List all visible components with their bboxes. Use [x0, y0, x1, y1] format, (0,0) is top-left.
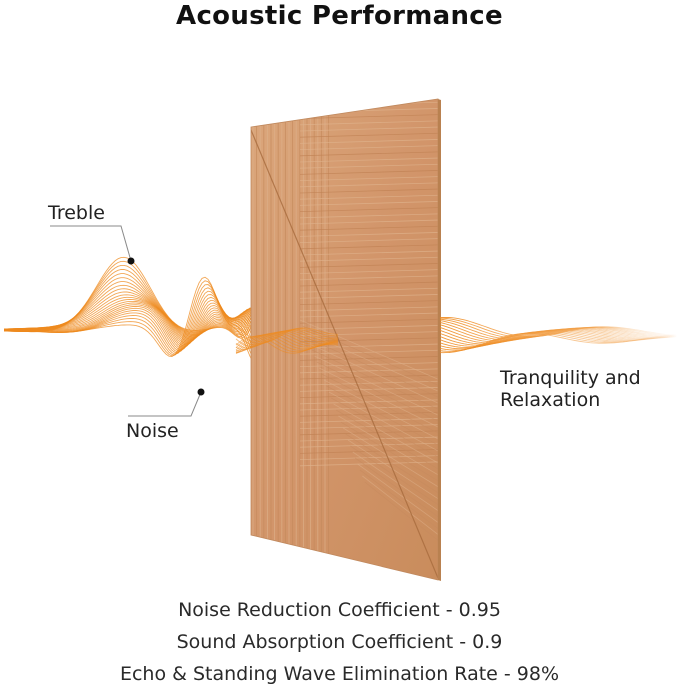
treble-pointer — [50, 225, 135, 265]
noise-label: Noise — [126, 420, 179, 442]
noise-dot — [197, 388, 205, 396]
treble-label: Treble — [48, 202, 105, 224]
stats-block: Noise Reduction Coefficient - 0.95 Sound… — [0, 594, 679, 690]
treble-dot — [127, 257, 135, 265]
noise-pointer — [128, 388, 205, 417]
wood-slat-panel — [250, 98, 441, 581]
tranquility-label: Tranquility and Relaxation — [500, 367, 641, 411]
outgoing-calm-wave — [439, 316, 678, 354]
transmitted-wave-overlay — [235, 324, 339, 354]
stat-sound-absorption: Sound Absorption Coefficient - 0.9 — [176, 631, 503, 653]
stat-echo-elimination: Echo & Standing Wave Elimination Rate - … — [119, 663, 560, 685]
stat-noise-reduction: Noise Reduction Coefficient - 0.95 — [178, 599, 501, 621]
page-title: Acoustic Performance — [176, 1, 503, 31]
